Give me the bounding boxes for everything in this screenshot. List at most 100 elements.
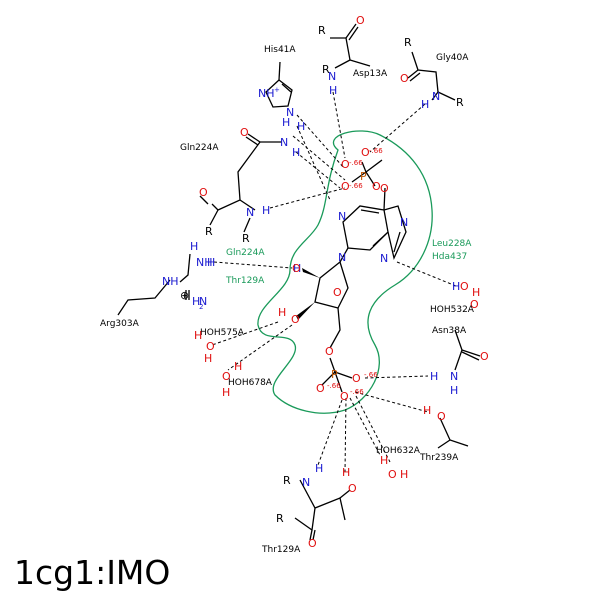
residue-thr129: Thr129A — [261, 545, 301, 555]
hoh575-h2-label: H — [204, 352, 212, 365]
thr129-o-label: O — [348, 482, 357, 495]
gln224-n-label: N — [280, 136, 288, 149]
residue-asp13: Asp13A — [353, 69, 388, 79]
residue-hoh632: HOH632A — [376, 446, 421, 456]
residue-arg303: Arg303A — [100, 319, 140, 329]
p2-p-label: P — [331, 368, 338, 381]
p2-o2-label: O — [316, 382, 325, 395]
arg303-nh2-label: NH — [162, 275, 179, 288]
asn38-n-label: N — [450, 370, 458, 383]
thr129-h-label: H — [315, 462, 323, 475]
residue-thr239: Thr239A — [419, 453, 459, 463]
residue-gln224: Gln224A — [180, 143, 219, 153]
residue-hoh575: HOH575A — [200, 328, 245, 338]
gln224-o2-label: O — [199, 186, 208, 199]
p1-p-label: P — [360, 170, 367, 183]
p1-charge-c: -.66 — [349, 159, 363, 167]
asp13-r-label: R — [318, 24, 326, 37]
asp13-r2-label: R — [322, 63, 330, 76]
his41-nh-label: NH — [258, 87, 275, 100]
thr129-r2-label: R — [276, 512, 284, 525]
hoh575-o-label: O — [206, 340, 215, 353]
gln224-h3-label: H — [262, 204, 270, 217]
residue-gly40: Gly40A — [436, 53, 469, 63]
p1-o1-label: O — [361, 146, 370, 159]
his41-h-label: H — [297, 120, 305, 133]
binding-pocket-outline — [257, 130, 433, 414]
gly40-n-label: N — [432, 90, 440, 103]
arg303-h2n-label: H — [192, 295, 200, 308]
diagram-title: 1cg1:IMO — [14, 553, 170, 592]
purine-o6-label: O — [380, 182, 389, 195]
ribose-h2-label: H — [278, 306, 286, 319]
arg303-h1-label: H — [190, 240, 198, 253]
hoh575-h-label: H — [194, 329, 202, 342]
p1-o3-label: O — [341, 180, 350, 193]
asp13-h-label: H — [329, 84, 337, 97]
gln224-h1-label: H — [282, 116, 290, 129]
residue-gln224-pocket: Gln224A — [226, 248, 265, 258]
gly40-r2-label: R — [456, 96, 464, 109]
p2-o1-label: O — [352, 372, 361, 385]
arg303-subscript: 2 — [199, 303, 203, 311]
p1-charge-b: -.66 — [349, 182, 363, 190]
asp13-n-label: N — [328, 70, 336, 83]
arg303-plus: ⊕ — [180, 289, 189, 302]
his41-n-label: N — [286, 106, 294, 119]
asn38-h2-label: H — [450, 384, 458, 397]
ribose-h1-label: H — [293, 262, 301, 275]
hoh632-h-label: H — [380, 454, 388, 467]
thr129-h2-label: H — [342, 466, 350, 479]
hoh532-o-label: O — [460, 280, 469, 293]
p2-o3-label: O — [340, 390, 349, 403]
purine-n9-label: N — [338, 251, 346, 264]
arg303-n-label: N — [199, 295, 207, 308]
residue-his41: His41A — [264, 45, 296, 55]
residue-hoh532: HOH532A — [430, 305, 475, 315]
gln224-h2-label: H — [292, 146, 300, 159]
gly40-o-label: O — [400, 72, 409, 85]
purine-n1-label: N — [400, 216, 408, 229]
asn38-o-label: O — [480, 350, 489, 363]
asp13-o-label: O — [356, 14, 365, 27]
hoh678-h-label: H — [234, 360, 242, 373]
purine-n7-label: N — [338, 210, 346, 223]
thr129-n-label: N — [302, 476, 310, 489]
gly40-r-label: R — [404, 36, 412, 49]
residue-leu228: Leu228A — [432, 239, 472, 249]
residue-asn38: Asn38A — [432, 326, 467, 336]
gly40-h-label: H — [421, 98, 429, 111]
p1-o2-label: O — [341, 158, 350, 171]
his41-plus: + — [274, 86, 280, 94]
hoh678-o-label: O — [222, 370, 231, 383]
ribose-o2-label: O — [291, 313, 300, 326]
residue-thr129-pocket: Thr129A — [225, 276, 265, 286]
gln224-n2-label: N — [246, 206, 254, 219]
ribose-ring-o-label: O — [333, 286, 342, 299]
thr239-o-label: O — [437, 410, 446, 423]
hoh678-h2-label: H — [222, 386, 230, 399]
p2-charge-c: -.66 — [327, 382, 341, 390]
p1-charge-a: -.66 — [369, 147, 383, 155]
asn38-h-label: H — [430, 370, 438, 383]
thr129-r-label: R — [283, 474, 291, 487]
hoh632-o-label: O — [388, 468, 397, 481]
arg303-h2-label: H — [207, 256, 215, 269]
p2-charge-a: -.66 — [364, 371, 378, 379]
gln224-r-label: R — [205, 225, 213, 238]
p2-o5-label: O — [325, 345, 334, 358]
purine-n3-label: N — [380, 252, 388, 265]
residue-hda437: Hda437 — [432, 252, 467, 262]
gln224-r2-label: R — [242, 232, 250, 245]
thr129-o2-label: O — [308, 537, 317, 550]
hoh532-o2-label: O — [470, 298, 479, 311]
gln224-o-label: O — [240, 126, 249, 139]
hoh632-h2-label: H — [400, 468, 408, 481]
arg303-nh-label: NH — [196, 256, 213, 269]
hoh532-h1-label: H — [452, 280, 460, 293]
p2-charge-b: -.66 — [350, 388, 364, 396]
p1-o4-label: O — [372, 180, 381, 193]
ribose-o1-label: O — [292, 262, 301, 275]
residue-hoh678: HOH678A — [228, 378, 273, 388]
